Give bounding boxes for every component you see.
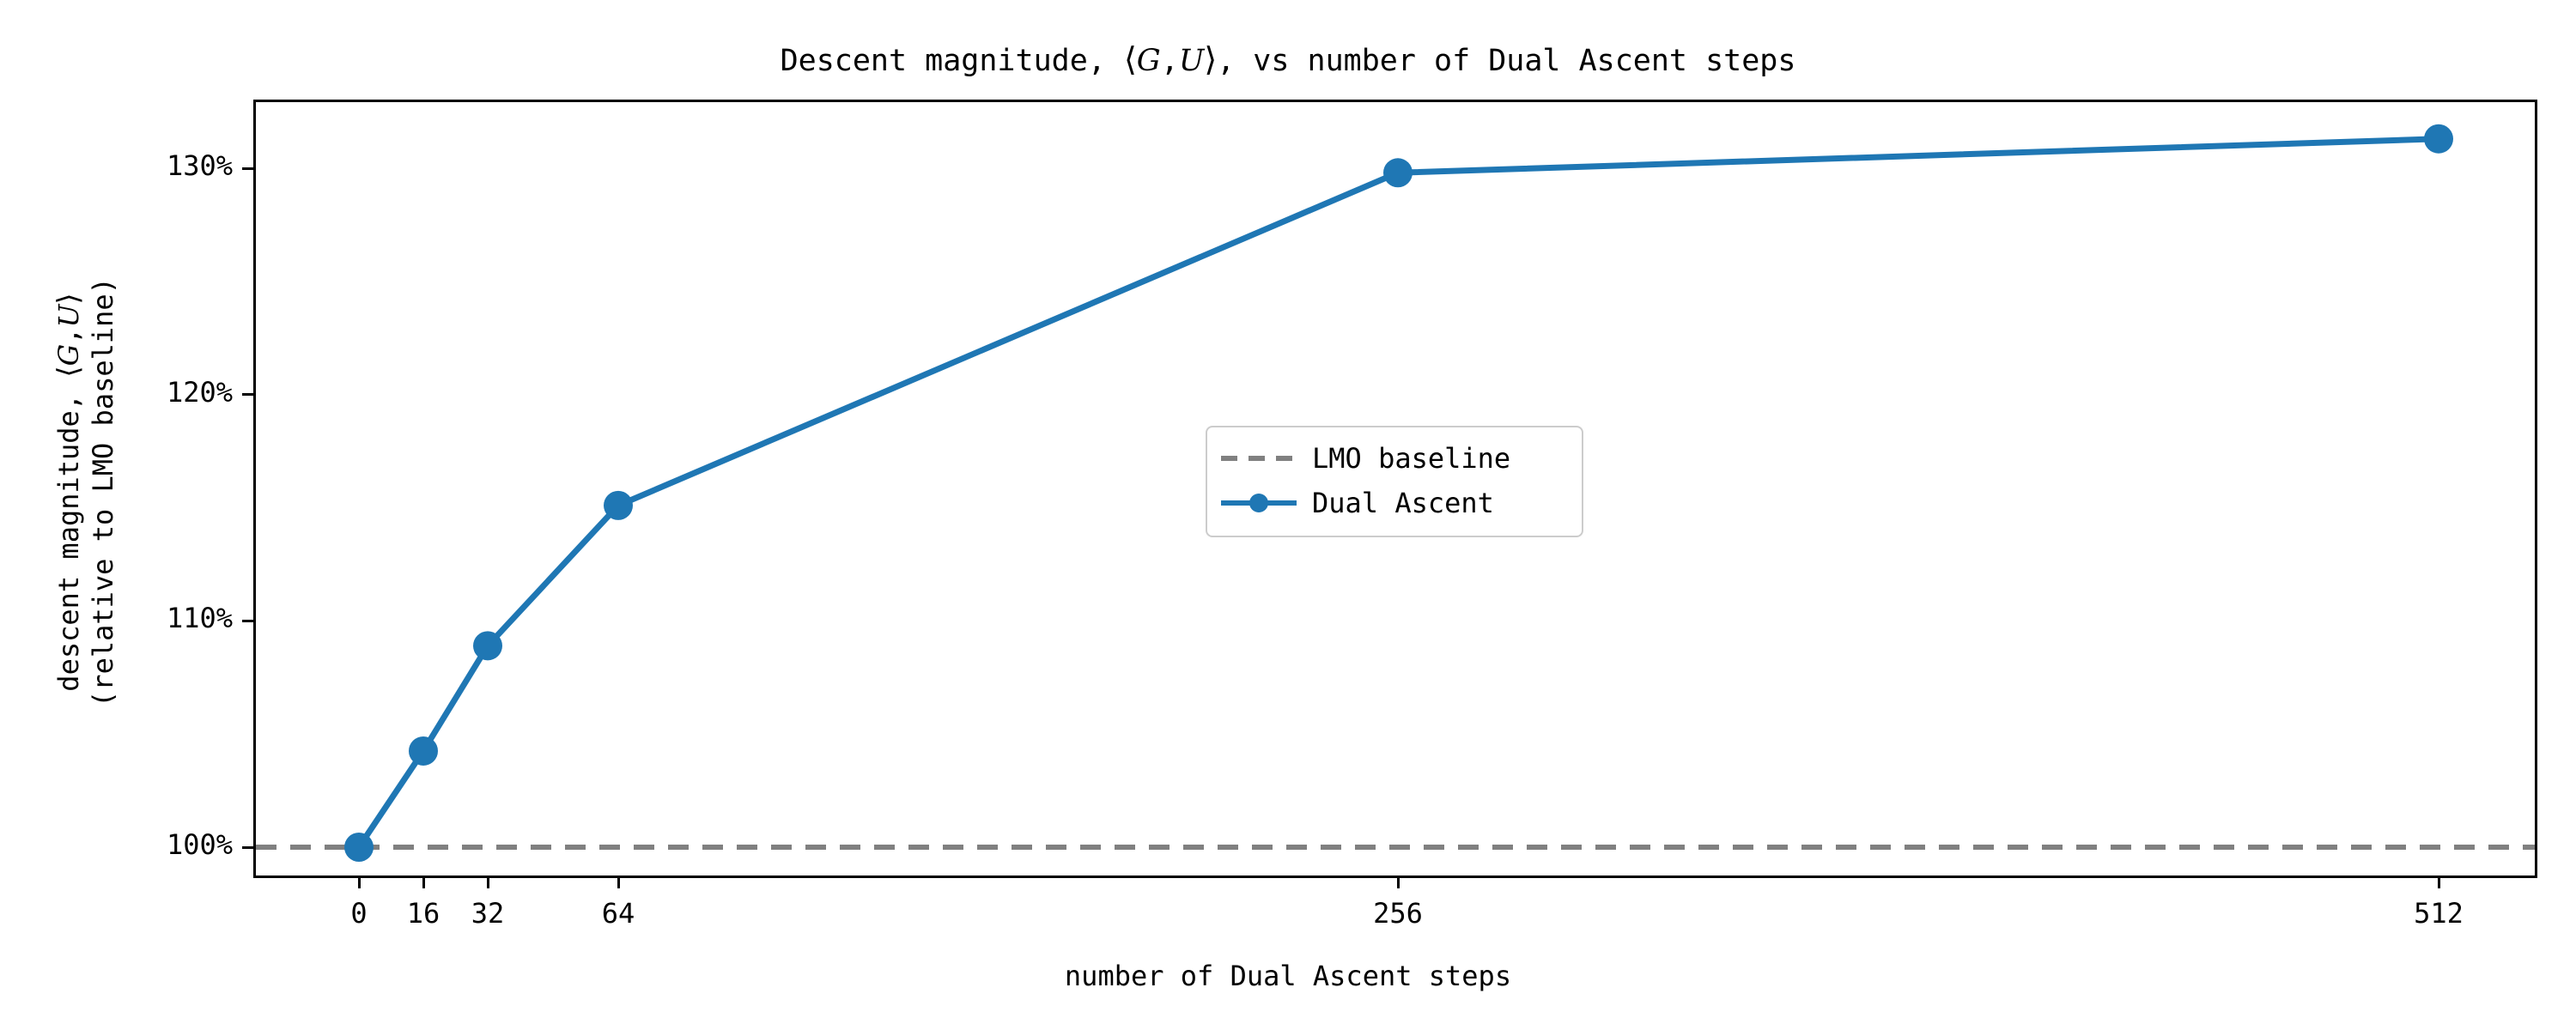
chart-title-symbol-u: U bbox=[1178, 44, 1205, 78]
x-axis-tick-mark bbox=[2437, 877, 2440, 888]
x-axis-tick-label: 64 bbox=[601, 897, 635, 930]
chart-title-close-angle: ⟩ bbox=[1204, 40, 1218, 78]
y-axis-tick-label: 100% bbox=[166, 828, 233, 861]
x-axis-tick-mark bbox=[422, 877, 425, 888]
y-axis-tick-mark bbox=[242, 619, 253, 622]
x-axis-tick-label: 512 bbox=[2414, 897, 2464, 930]
legend-label-lmo-baseline: LMO baseline bbox=[1312, 442, 1511, 475]
data-point-marker[interactable] bbox=[473, 631, 502, 661]
y-axis-tick-mark bbox=[242, 393, 253, 397]
y-axis-label-symbol-g: G bbox=[52, 343, 85, 367]
legend-item-dual-ascent[interactable]: Dual Ascent bbox=[1219, 481, 1570, 525]
data-point-marker[interactable] bbox=[344, 833, 374, 862]
data-point-marker[interactable] bbox=[409, 736, 438, 766]
y-axis-label-close-angle: ⟩ bbox=[52, 293, 86, 305]
legend-item-lmo-baseline[interactable]: LMO baseline bbox=[1219, 436, 1570, 481]
chart-title-open-angle: ⟨ bbox=[1123, 40, 1137, 78]
data-point-marker[interactable] bbox=[1383, 158, 1413, 188]
chart-title-comma: , bbox=[1160, 44, 1179, 78]
chart-title-post: , vs number of Dual Ascent steps bbox=[1217, 44, 1796, 78]
x-axis-tick-label: 16 bbox=[406, 897, 440, 930]
x-axis-tick-mark bbox=[486, 877, 489, 888]
x-axis-label: number of Dual Ascent steps bbox=[1064, 960, 1512, 992]
y-axis-tick-label: 110% bbox=[166, 602, 233, 635]
legend-swatch-dashed-line bbox=[1219, 448, 1298, 469]
chart-title: Descent magnitude, ⟨G,U⟩, vs number of D… bbox=[0, 40, 2576, 78]
chart-title-symbol-g: G bbox=[1136, 44, 1161, 78]
chart-legend[interactable]: LMO baseline Dual Ascent bbox=[1206, 426, 1583, 537]
chart-title-pre: Descent magnitude, bbox=[780, 44, 1124, 78]
legend-swatch-line-marker bbox=[1219, 493, 1298, 513]
x-axis-tick-label: 32 bbox=[471, 897, 505, 930]
series-line-dual-ascent bbox=[355, 136, 2442, 851]
x-axis-tick-mark bbox=[617, 877, 620, 888]
y-axis-tick-mark bbox=[242, 845, 253, 849]
x-axis-tick-label: 0 bbox=[350, 897, 368, 930]
legend-label-dual-ascent: Dual Ascent bbox=[1312, 487, 1494, 519]
x-axis-tick-mark bbox=[1396, 877, 1400, 888]
y-axis-label-comma: , bbox=[52, 327, 85, 344]
y-axis-tick-label: 130% bbox=[166, 149, 233, 182]
y-axis-tick-label: 120% bbox=[166, 375, 233, 409]
y-axis-label: descent magnitude, ⟨G,U⟩(relative to LMO… bbox=[52, 103, 120, 882]
data-point-marker[interactable] bbox=[2424, 124, 2453, 154]
y-axis-label-line2: (relative to LMO baseline) bbox=[87, 277, 119, 707]
x-axis-tick-mark bbox=[357, 877, 361, 888]
y-axis-label-symbol-u: U bbox=[52, 304, 85, 328]
data-point-marker[interactable] bbox=[604, 490, 633, 520]
y-axis-label-line1-pre: descent magnitude, bbox=[52, 377, 85, 692]
y-axis-tick-mark bbox=[242, 167, 253, 170]
plot-canvas bbox=[256, 124, 2535, 862]
x-axis-tick-label: 256 bbox=[1373, 897, 1423, 930]
